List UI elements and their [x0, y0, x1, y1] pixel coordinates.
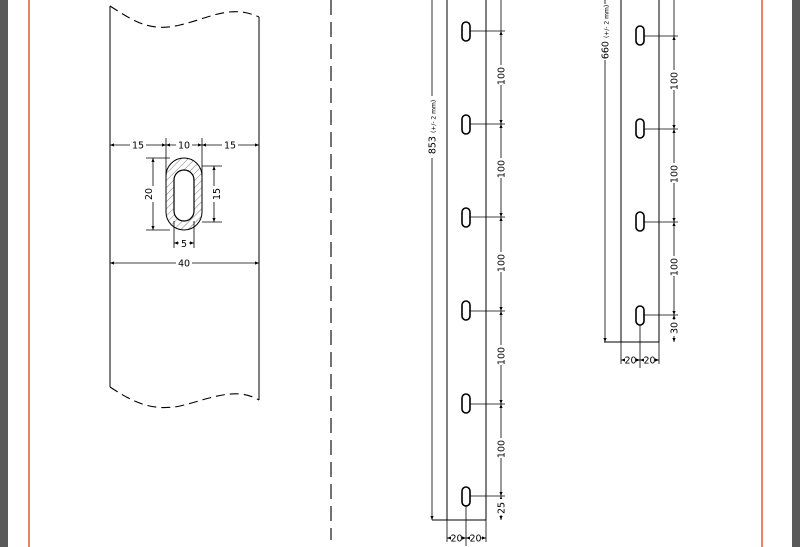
- slot: [635, 305, 645, 326]
- pitch-label: 100: [497, 347, 508, 365]
- slot: [461, 486, 471, 507]
- slot: [461, 21, 471, 42]
- dim-slot-straight: 15: [212, 188, 223, 200]
- dim-slot-length: 20: [144, 188, 155, 200]
- dim-slot-width: 10: [178, 141, 190, 152]
- page-border-left: [28, 0, 30, 547]
- slot: [635, 211, 645, 232]
- strip-short-slots: [635, 25, 645, 326]
- length-label: 853: [428, 136, 439, 154]
- end-offset-label: 30: [670, 322, 681, 334]
- pitch-label: 100: [670, 165, 681, 183]
- width-label-right: 20: [643, 356, 655, 367]
- dim-right-margin: 15: [224, 141, 236, 152]
- dim-left-margin: 15: [132, 141, 144, 152]
- slot-inner-opening: [173, 169, 195, 222]
- pitch-label: 100: [497, 67, 508, 85]
- dim-slot-inner: 5: [181, 239, 187, 250]
- slot: [461, 114, 471, 135]
- slot: [461, 393, 471, 414]
- pitch-label: 100: [497, 254, 508, 272]
- page-border-right: [761, 0, 763, 547]
- strip-short-view: 100 100 100 30 660 (+/- 2 mm) 20 20: [599, 0, 681, 368]
- pitch-label: 100: [497, 440, 508, 458]
- slot: [461, 207, 471, 228]
- svg-text:660(+/- 2 mm): 660 (+/- 2 mm): [601, 5, 612, 59]
- width-label-left: 20: [450, 534, 462, 545]
- length-label: 660: [601, 41, 612, 59]
- strip-long-slots: [461, 21, 471, 507]
- pitch-label: 100: [670, 72, 681, 90]
- tolerance-label: (+/- 2 mm): [604, 5, 611, 38]
- dim-total-width: 40: [178, 259, 190, 270]
- svg-text:853(+/- 2 mm): 853 (+/- 2 mm): [428, 100, 439, 154]
- drawing-page: [8, 0, 792, 547]
- tolerance-label: (+/- 2 mm): [431, 100, 438, 133]
- width-label-left: 20: [624, 356, 636, 367]
- slot: [635, 118, 645, 139]
- pitch-label: 100: [670, 258, 681, 276]
- slot-detail-view: 15 10 15 20 15 5 40: [109, 5, 260, 409]
- break-line-top: [109, 5, 260, 28]
- strip-long-view: 100 100 100 100 100 25 853(+/- 2 mm) 20 …: [426, 0, 508, 546]
- slot: [635, 25, 645, 46]
- slot: [461, 300, 471, 321]
- pitch-label: 100: [497, 160, 508, 178]
- break-line-bottom: [109, 386, 260, 409]
- end-offset-label: 25: [497, 502, 508, 514]
- width-label-right: 20: [469, 534, 481, 545]
